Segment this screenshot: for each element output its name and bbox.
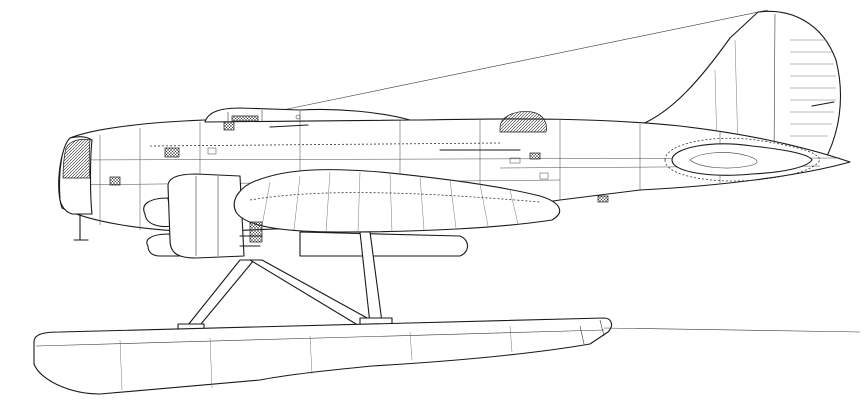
ventral-store bbox=[299, 231, 469, 257]
cockpit-canopy bbox=[204, 107, 411, 128]
main-float bbox=[33, 317, 861, 395]
antenna-wire bbox=[267, 9, 769, 114]
tail-fin bbox=[639, 10, 841, 161]
wing bbox=[233, 169, 561, 247]
rear-window bbox=[499, 111, 547, 133]
tail-roundel bbox=[671, 143, 813, 176]
engine-cowling bbox=[58, 136, 93, 241]
engine-housing bbox=[167, 173, 245, 259]
